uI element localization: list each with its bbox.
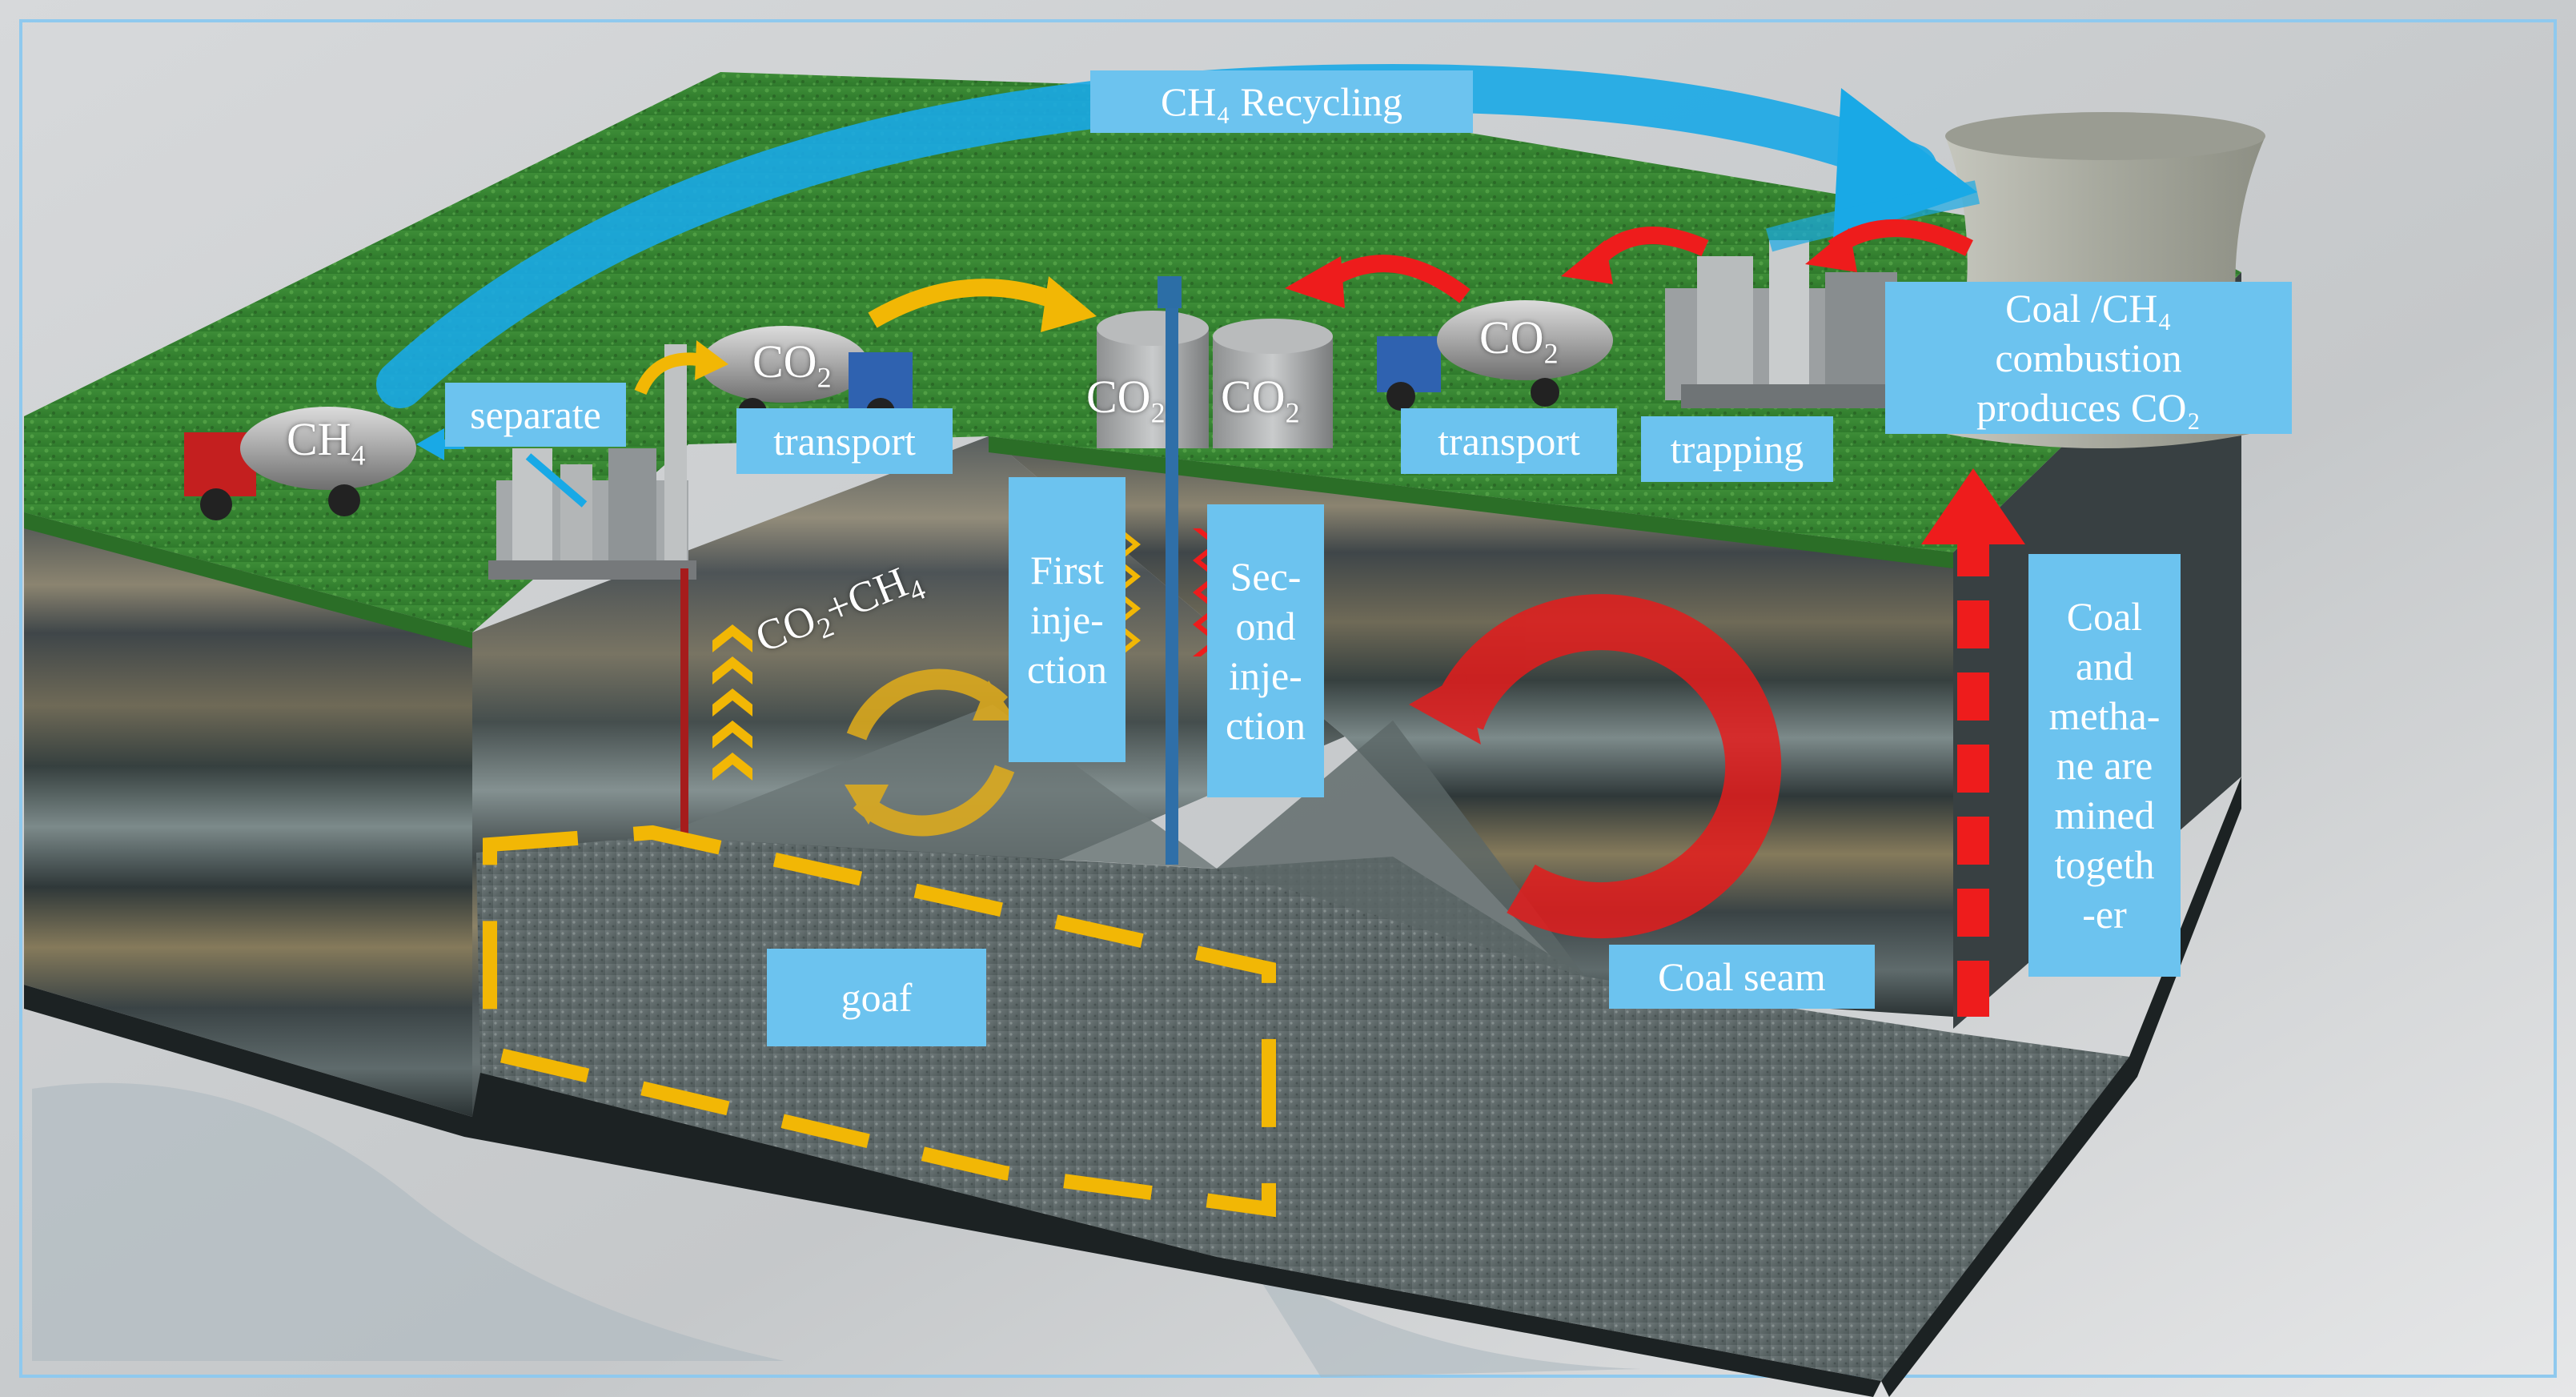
transport-right-label: transport: [1401, 408, 1617, 474]
figure-frame: [19, 19, 2557, 1378]
separate-plant-link-arrow: [525, 453, 588, 508]
ch4-recycling-tail: [1765, 180, 1980, 252]
ground-shadow-center: [1241, 1249, 1641, 1377]
trapping-label: trapping: [1641, 416, 1833, 482]
first-injection-chevrons: [1113, 528, 1141, 656]
co2-silo-right-label: CO2: [1221, 371, 1300, 429]
ch4-truck-label: CH4: [287, 413, 366, 472]
strata-face-left: [24, 512, 472, 1117]
separate-to-transport-arrow: [634, 352, 706, 395]
goaf-outline: [483, 825, 1276, 1218]
goaf-label: goaf: [767, 949, 986, 1046]
separate-label: separate: [445, 383, 626, 447]
goaf-ramp-left: [656, 705, 1217, 869]
co2-ch4-chevrons-left: [712, 624, 752, 781]
co2-truck-right-label: CO2: [1479, 311, 1559, 370]
truck-to-silo-arrow: [1324, 255, 1471, 303]
trap-to-truck-arrowhead: [1561, 240, 1613, 284]
co2-silo-left-label: CO2: [1086, 371, 1166, 429]
first-injection-label: First inje- ction: [1009, 477, 1125, 762]
transport-left-label: transport: [736, 408, 953, 474]
tower-to-trap-arrowhead: [1805, 228, 1857, 272]
transport-to-silo-arrowhead: [1041, 276, 1097, 332]
truck-to-silo-arrowhead: [1285, 256, 1345, 308]
coal-methane-mined-label: Coal and metha- ne are mined togeth -er: [2028, 554, 2181, 977]
coal-seam-label: Coal seam: [1609, 945, 1875, 1009]
co2-ch4-circulation-arrow: [845, 668, 1017, 837]
co2-truck-left-label: CO2: [752, 335, 832, 394]
grass-edge-right: [989, 436, 1953, 568]
second-injection-label: Sec- ond inje- ction: [1207, 504, 1324, 797]
ch4-recycling-label: CH₄ Recycling: [1090, 70, 1473, 133]
separate-to-transport-arrowhead: [695, 340, 728, 380]
combustion-label: Coal /CH₄ combustion produces CO₂: [1885, 282, 2292, 434]
trapping-plant-icon: [1665, 240, 1897, 408]
goaf-ramp-right: [1217, 721, 1585, 977]
coal-seam-circulation-arrow: [1409, 594, 1782, 939]
transport-to-silo-arrow: [868, 279, 1069, 328]
base-slab: [24, 985, 1881, 1397]
grass-edge-left: [24, 512, 472, 648]
separate-to-ch4-arrowhead: [416, 428, 444, 460]
cooling-tower-top: [1945, 112, 2265, 160]
coal-methane-extraction-arrow: [1921, 468, 2025, 1017]
ch4-truck-icon: [184, 407, 416, 520]
base-slab-right: [1881, 777, 2241, 1397]
co2-truck-right-icon: [1377, 300, 1613, 411]
co2-storage-silos-icon: [1097, 276, 1333, 865]
ground-shadow-left: [32, 1082, 784, 1361]
